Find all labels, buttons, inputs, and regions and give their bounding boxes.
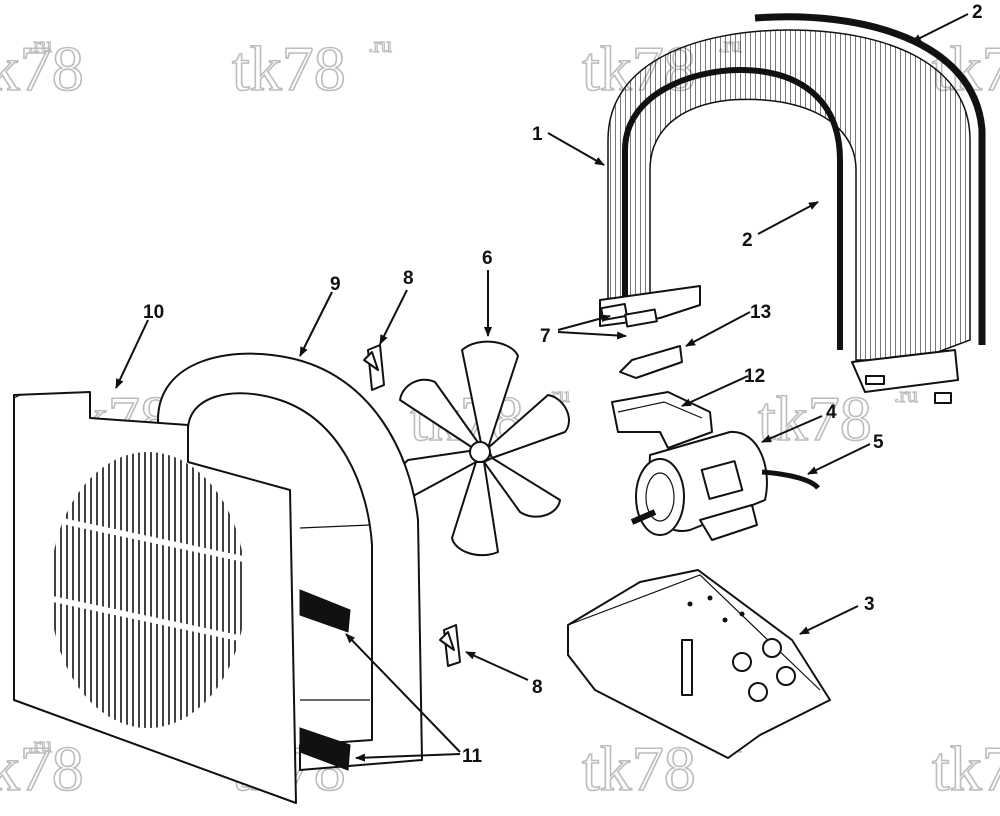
bracket-13 — [619, 345, 683, 379]
callout-9: 9 — [330, 274, 341, 295]
callout-11: 11 — [462, 746, 483, 767]
watermark: tk78 — [931, 732, 1000, 805]
callout-8-lower: 8 — [532, 677, 543, 698]
callout-2-mid: 2 — [742, 230, 753, 251]
leader-lines — [115, 13, 969, 762]
callout-5: 5 — [873, 432, 884, 453]
callout-10: 10 — [143, 302, 164, 323]
svg-text:tk78: tk78 — [582, 733, 696, 804]
svg-text:tk78: tk78 — [932, 733, 1000, 804]
watermark: tk78.ru — [757, 381, 918, 454]
callout-labels: 1 2 2 3 4 5 6 7 8 8 9 10 11 12 13 — [143, 2, 983, 767]
retaining-clip-upper — [363, 344, 385, 391]
svg-text:tk78: tk78 — [0, 33, 84, 104]
grille-panel — [13, 391, 297, 804]
callout-8-upper: 8 — [403, 268, 414, 289]
callout-12: 12 — [744, 366, 765, 387]
callout-7: 7 — [540, 326, 551, 347]
callout-1: 1 — [532, 124, 543, 145]
bracket-12 — [611, 391, 713, 449]
svg-text:.ru: .ru — [368, 32, 392, 57]
callout-13: 13 — [750, 302, 771, 323]
retaining-clip-lower — [439, 624, 461, 667]
callout-4: 4 — [826, 402, 837, 423]
blower-motor — [630, 430, 820, 541]
base-holes — [687, 595, 796, 702]
watermark: tk78 .ru — [231, 31, 392, 104]
svg-text:.ru: .ru — [28, 32, 52, 57]
svg-text:.ru: .ru — [28, 732, 52, 757]
watermark: tk78.ru — [0, 731, 85, 804]
heater-coil — [599, 13, 986, 404]
svg-text:tk78: tk78 — [232, 33, 346, 104]
svg-text:tk78: tk78 — [0, 733, 84, 804]
watermark: tk78.ru — [0, 31, 85, 104]
seal-strips — [299, 589, 351, 771]
fan-wheel — [399, 340, 570, 557]
callout-2-top: 2 — [972, 2, 983, 23]
mounting-base-bracket — [567, 569, 831, 759]
callout-6: 6 — [482, 248, 493, 269]
callout-3: 3 — [864, 594, 875, 615]
